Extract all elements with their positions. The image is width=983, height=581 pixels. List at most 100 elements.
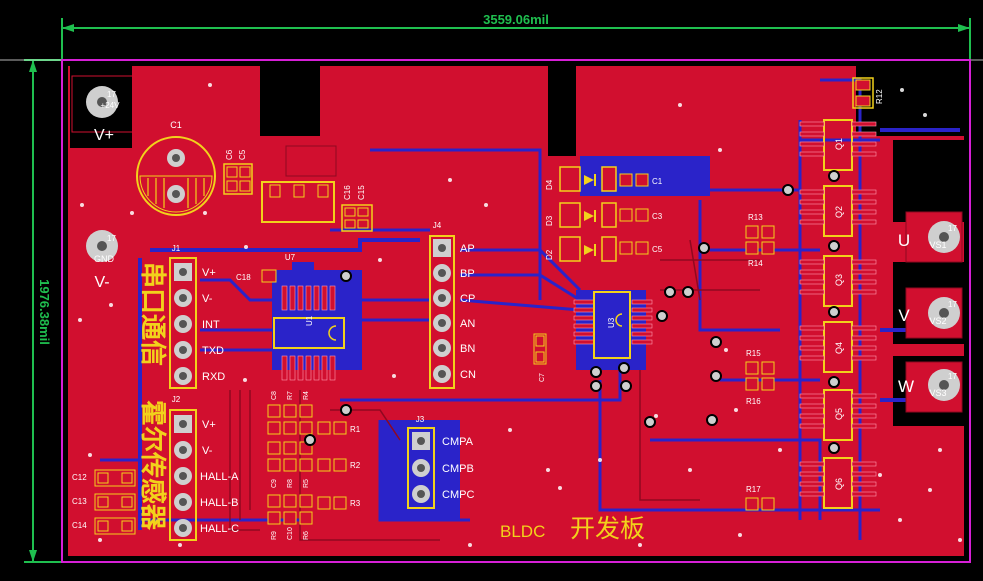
svg-text:Q2: Q2 xyxy=(834,206,844,218)
c7-capacitor: C7 xyxy=(533,333,547,382)
vplus-label: V+ xyxy=(94,127,114,144)
svg-text:C18: C18 xyxy=(236,273,251,282)
svg-text:R4: R4 xyxy=(303,391,310,400)
vminus-terminal: 17 GND V- xyxy=(86,230,118,291)
comparator-resistor-array: R1 R2 R3 C8 R7 R4 C9 R8 R5 R9 C10 R6 xyxy=(267,391,361,540)
svg-text:Q6: Q6 xyxy=(834,478,844,490)
j3-comparator-header: J3 CMPA CMPB CMPC xyxy=(407,415,474,509)
j1-pin1-label: V+ xyxy=(202,267,216,279)
board-title-left: BLDC xyxy=(500,522,545,541)
j2-title: 霍尔传感器 xyxy=(138,400,168,531)
j4-pin5-label: BN xyxy=(460,343,475,355)
svg-text:C3: C3 xyxy=(652,212,663,221)
vminus-label: V- xyxy=(94,274,109,291)
motor-terminal-w: 17 VS3 W xyxy=(898,361,963,413)
gate-resistors: R12 R13 R14 R15 R16 R17 xyxy=(745,77,884,511)
svg-text:R3: R3 xyxy=(350,499,361,508)
j2-hall-header: J2 V+ V- HALL-A HALL-B HALL-C 霍尔传感器 xyxy=(138,395,239,541)
svg-text:R7: R7 xyxy=(287,391,294,400)
mosfet-bridge: Q1 Q2 Q3 Q4 Q5 Q6 xyxy=(799,119,877,509)
via-field xyxy=(78,83,962,547)
c1-capacitor: C1 xyxy=(136,120,216,216)
j1-pin3-label: INT xyxy=(202,319,220,331)
j3-pin1-label: CMPA xyxy=(442,436,474,448)
svg-text:C10: C10 xyxy=(287,527,294,540)
svg-text:U1: U1 xyxy=(305,315,314,326)
svg-text:R12: R12 xyxy=(875,89,884,104)
j4-pwm-header: J4 AP BP CP AN BN CN xyxy=(429,221,476,389)
j3-pin2-label: CMPB xyxy=(442,463,474,475)
width-dimension-label: 3559.06mil xyxy=(483,12,549,27)
u3-gate-driver: U3 xyxy=(573,291,653,359)
height-dimension-label: 1976.38mil xyxy=(37,279,52,345)
motor-terminal-u: 17 VS1 U xyxy=(898,211,963,263)
svg-text:C9: C9 xyxy=(271,479,278,488)
c5-c6-capacitors: C6 C5 xyxy=(223,149,253,195)
j1-pins xyxy=(174,263,192,385)
height-dimension: 1976.38mil xyxy=(24,59,62,563)
motor-w-label: W xyxy=(898,377,914,396)
svg-text:U3: U3 xyxy=(607,317,616,328)
svg-text:D3: D3 xyxy=(545,215,554,226)
svg-text:D4: D4 xyxy=(545,179,554,190)
bootstrap-diodes: D4 D3 D2 xyxy=(545,166,617,262)
svg-text:R5: R5 xyxy=(303,479,310,488)
svg-text:VS3: VS3 xyxy=(929,388,946,398)
svg-text:Q5: Q5 xyxy=(834,408,844,420)
svg-text:VS1: VS1 xyxy=(929,240,946,250)
svg-text:J1: J1 xyxy=(172,244,181,253)
svg-text:C5: C5 xyxy=(652,245,663,254)
svg-text:C16: C16 xyxy=(343,185,352,200)
svg-text:C1: C1 xyxy=(652,177,663,186)
svg-text:C6: C6 xyxy=(225,149,234,160)
svg-text:Q1: Q1 xyxy=(834,138,844,150)
svg-text:R2: R2 xyxy=(350,461,361,470)
j2-pin4-label: HALL-B xyxy=(200,497,239,509)
svg-text:17: 17 xyxy=(107,234,116,243)
svg-text:+24V: +24V xyxy=(101,101,121,110)
svg-text:J2: J2 xyxy=(172,395,181,404)
svg-text:17: 17 xyxy=(107,90,116,99)
svg-text:Q4: Q4 xyxy=(834,342,844,354)
motor-u-label: U xyxy=(898,231,910,250)
svg-text:R8: R8 xyxy=(287,479,294,488)
svg-text:U7: U7 xyxy=(285,253,296,262)
svg-text:J4: J4 xyxy=(433,221,442,230)
svg-text:R13: R13 xyxy=(748,213,763,222)
svg-text:R14: R14 xyxy=(748,259,763,268)
svg-text:17: 17 xyxy=(948,372,957,381)
bootstrap-caps: C1 C3 C5 xyxy=(619,173,663,255)
j1-pin2-label: V- xyxy=(202,293,213,305)
motor-terminal-v: 17 VS2 V xyxy=(898,287,963,339)
vplus-terminal: 17 +24V V+ xyxy=(71,75,135,144)
u7-regulator: U7 xyxy=(261,145,337,262)
board-title-right: 开发板 xyxy=(570,515,645,543)
svg-text:R17: R17 xyxy=(746,485,761,494)
hall-filter-caps: C12 C13 C14 xyxy=(72,469,136,535)
svg-text:C12: C12 xyxy=(72,473,87,482)
j1-pin4-label: TXD xyxy=(202,345,224,357)
svg-text:C5: C5 xyxy=(238,149,247,160)
j4-pin4-label: AN xyxy=(460,318,475,330)
svg-text:R15: R15 xyxy=(746,349,761,358)
svg-text:C8: C8 xyxy=(271,391,278,400)
signal-vias xyxy=(304,170,840,454)
j4-pin2-label: BP xyxy=(460,268,475,280)
svg-text:GND: GND xyxy=(94,254,115,264)
j3-pin3-label: CMPC xyxy=(442,489,474,501)
svg-text:17: 17 xyxy=(948,224,957,233)
svg-text:R6: R6 xyxy=(303,531,310,540)
c15-c16-capacitors: C16 C15 xyxy=(341,185,373,232)
svg-text:C7: C7 xyxy=(539,373,546,382)
j4-pin6-label: CN xyxy=(460,369,476,381)
svg-text:Q3: Q3 xyxy=(834,274,844,286)
j4-pin3-label: CP xyxy=(460,293,475,305)
c18-capacitor: C18 xyxy=(236,269,277,283)
svg-text:R9: R9 xyxy=(271,531,278,540)
width-dimension: 3559.06mil xyxy=(61,12,971,60)
svg-text:VS2: VS2 xyxy=(929,316,946,326)
svg-text:R16: R16 xyxy=(746,397,761,406)
j2-pin1-label: V+ xyxy=(202,419,216,431)
j1-pin5-label: RXD xyxy=(202,371,225,383)
